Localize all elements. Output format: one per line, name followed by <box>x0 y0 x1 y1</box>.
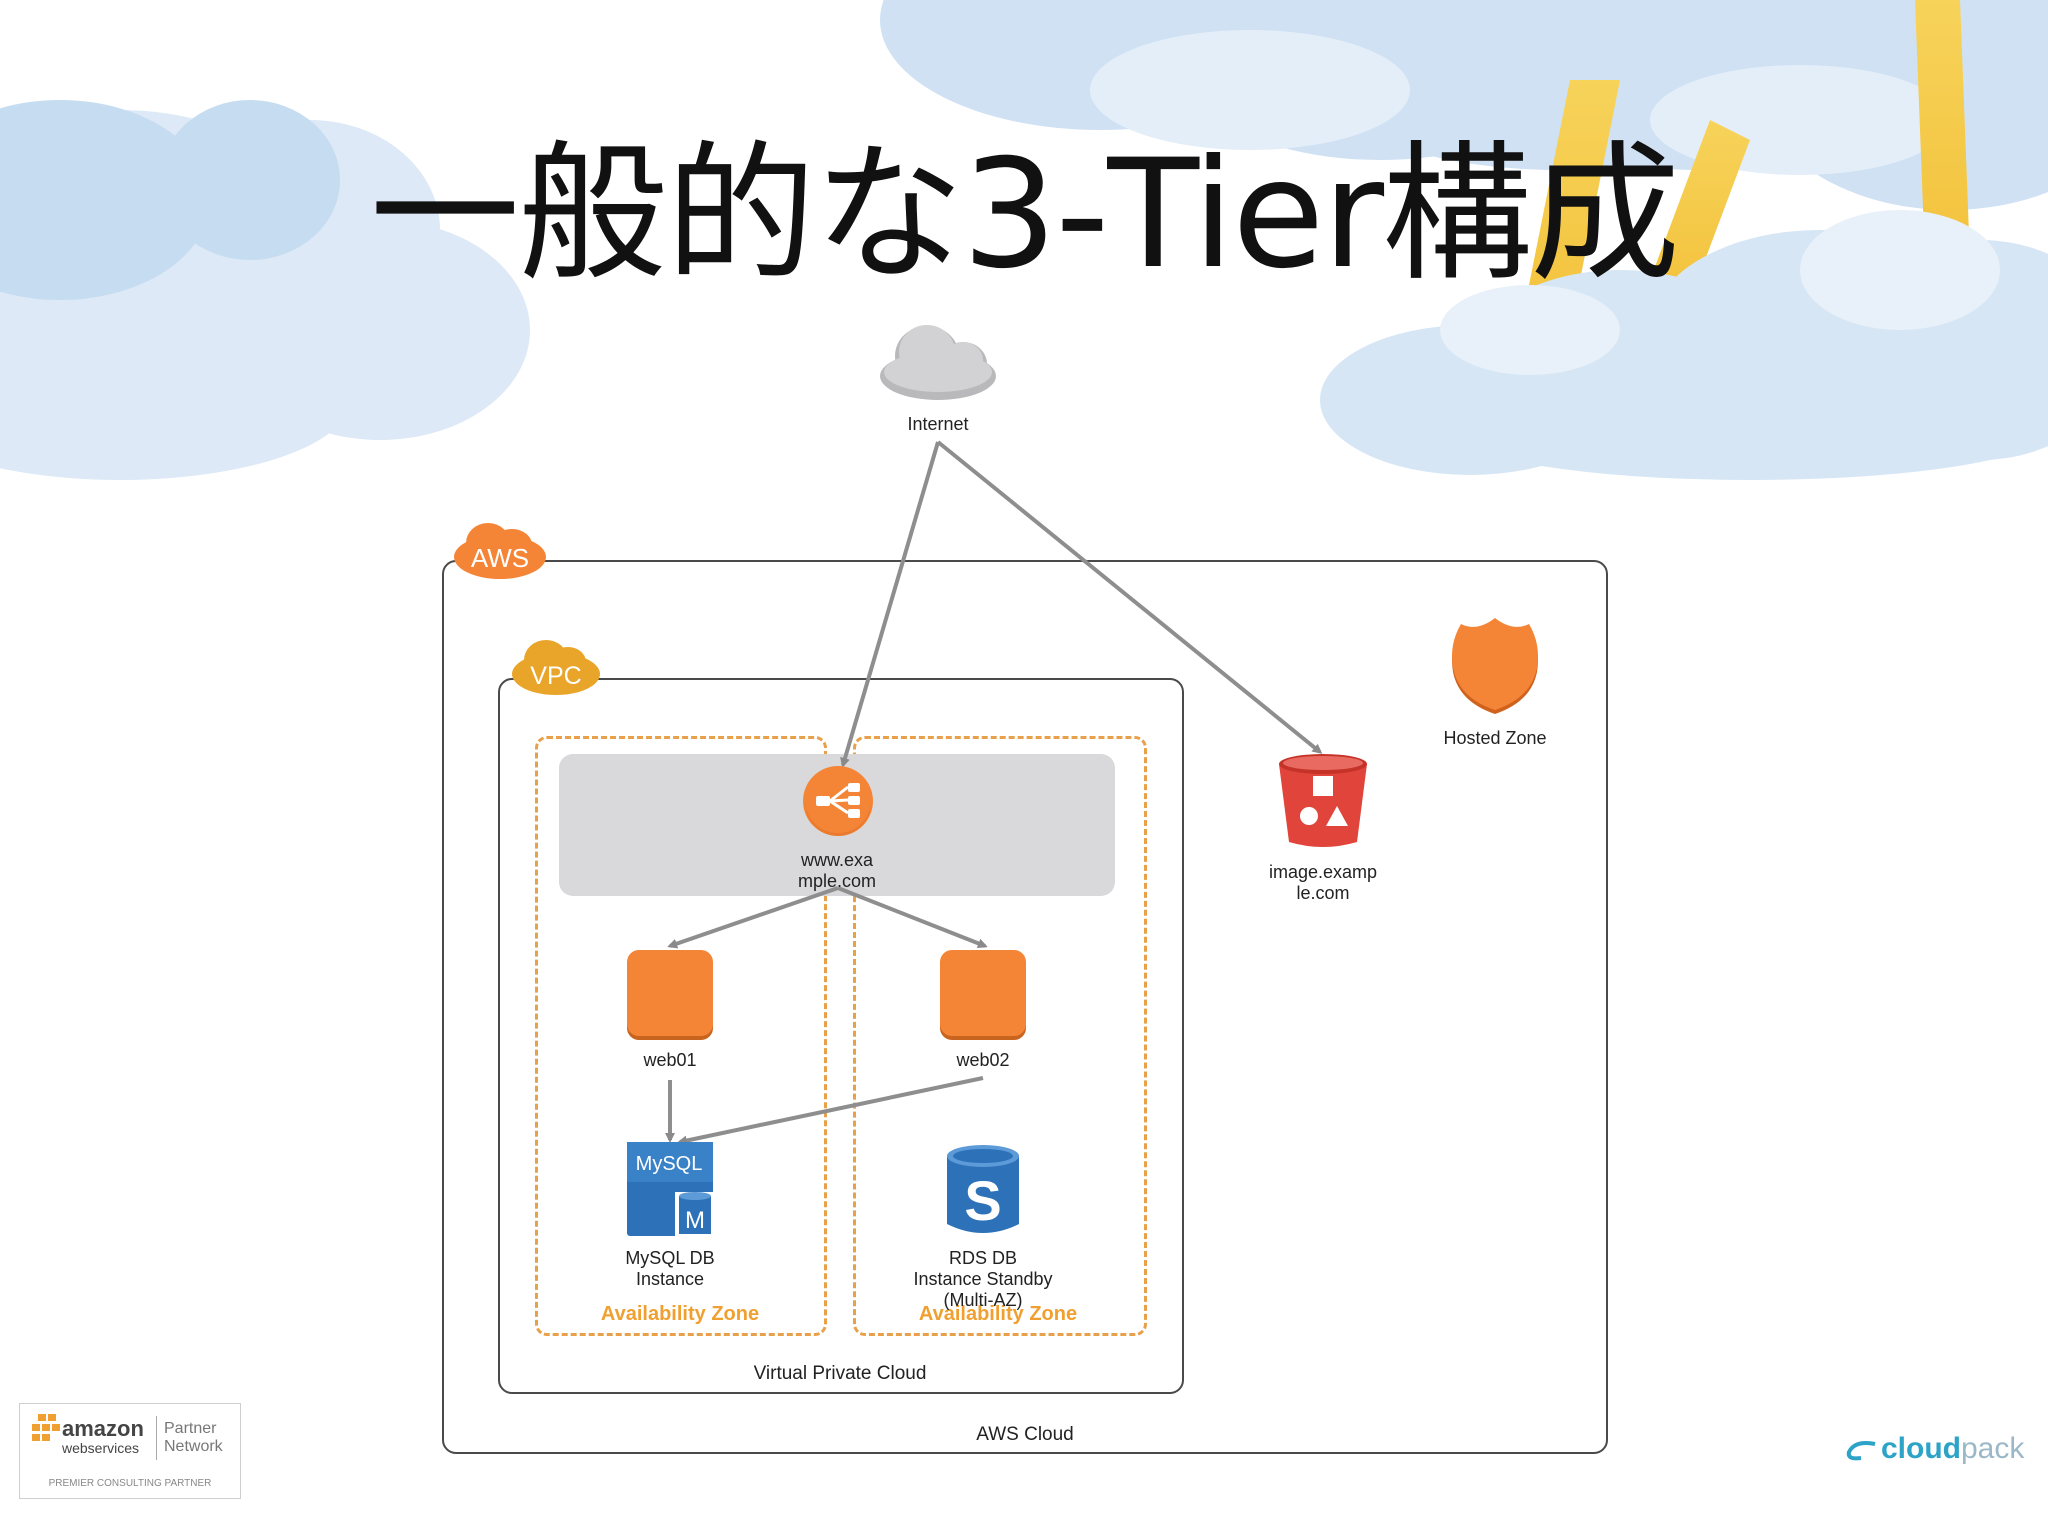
s3-label: image.examp le.com <box>1243 862 1403 904</box>
availability-zone-2-label: Availability Zone <box>918 1303 1078 1325</box>
internet-label: Internet <box>907 414 969 434</box>
cloudpack-text-bold: cloud <box>1881 1432 1961 1465</box>
s3-label-line2: le.com <box>1296 883 1350 903</box>
partner-divider <box>156 1416 157 1460</box>
s3-label-line1: image.examp <box>1268 862 1378 882</box>
aws-cloud-label: AWS Cloud <box>976 1424 1074 1445</box>
rds-icon-text: S <box>964 1169 1001 1232</box>
aws-partner-badge: amazon webservices Partner Network PREMI… <box>19 1403 241 1499</box>
mysql-label-line1: MySQL DB <box>625 1248 715 1268</box>
elb-label-line2: mple.com <box>797 871 877 891</box>
elb-label: www.exa mple.com <box>757 850 917 892</box>
aws-badge-text: AWS <box>471 543 529 573</box>
partner-brand-bottom: webservices <box>62 1440 140 1456</box>
light-beam <box>1650 120 1750 300</box>
mysql-label-line2: Instance <box>635 1269 705 1289</box>
mysql-icon-text: MySQL <box>636 1153 703 1175</box>
vpc-label: Virtual Private Cloud <box>753 1363 927 1384</box>
partner-brand-top: amazon <box>62 1416 144 1441</box>
cloudpack-swoosh-icon <box>1846 1441 1876 1461</box>
vpc-badge-icon: VPC <box>512 640 600 695</box>
mysql-icon-badge: M <box>685 1207 705 1234</box>
rds-label-line2: Instance Standby <box>913 1269 1053 1289</box>
mysql-db-icon: MySQL M <box>627 1142 713 1236</box>
line-web02-mysql <box>677 1076 984 1146</box>
web02-label: web02 <box>956 1050 1010 1070</box>
internet-cloud-icon <box>880 325 996 400</box>
web01-label: web01 <box>643 1050 697 1070</box>
partner-tier: PREMIER CONSULTING PARTNER <box>48 1478 212 1489</box>
cloudpack-text-light: pack <box>1961 1432 2025 1465</box>
light-beam <box>1520 80 1620 330</box>
aws-badge-icon: AWS <box>454 523 546 579</box>
web01-instance-icon <box>627 950 713 1036</box>
light-beam <box>1915 0 1970 260</box>
line-elb-web01 <box>667 886 839 949</box>
aws-boxes-icon <box>32 1414 60 1441</box>
vpc-container <box>498 678 1184 1394</box>
partner-network-text: Partner Network <box>164 1420 223 1456</box>
aws-cloud-container <box>442 560 1608 1454</box>
hosted-zone-label: Hosted Zone <box>1443 728 1547 748</box>
partner-line1: Partner <box>164 1420 217 1437</box>
rds-standby-icon: S <box>947 1145 1019 1233</box>
rds-standby-label: RDS DB Instance Standby (Multi-AZ) <box>873 1248 1093 1311</box>
availability-zone-1-label: Availability Zone <box>600 1303 760 1325</box>
cloudpack-logo: cloudpack <box>1845 1432 2024 1472</box>
route53-shield-icon <box>1452 618 1538 714</box>
availability-zone-1 <box>535 736 827 1336</box>
line-elb-web02 <box>837 886 988 949</box>
line-internet-s3 <box>936 440 1323 754</box>
web02-instance-icon <box>940 950 1026 1036</box>
load-balancer-icon <box>803 766 873 836</box>
slide-title: 一般的な3-Tier構成 <box>369 128 1680 302</box>
vpc-badge-text: VPC <box>530 662 581 690</box>
mysql-label: MySQL DB Instance <box>580 1248 760 1290</box>
elb-label-line1: www.exa <box>800 850 874 870</box>
rds-label-line1: RDS DB <box>948 1248 1017 1268</box>
availability-zone-2 <box>853 736 1147 1336</box>
rds-label-line3: (Multi-AZ) <box>943 1290 1023 1310</box>
s3-bucket-icon <box>1279 754 1367 847</box>
line-internet-elb <box>840 441 940 768</box>
partner-line2: Network <box>164 1438 223 1455</box>
